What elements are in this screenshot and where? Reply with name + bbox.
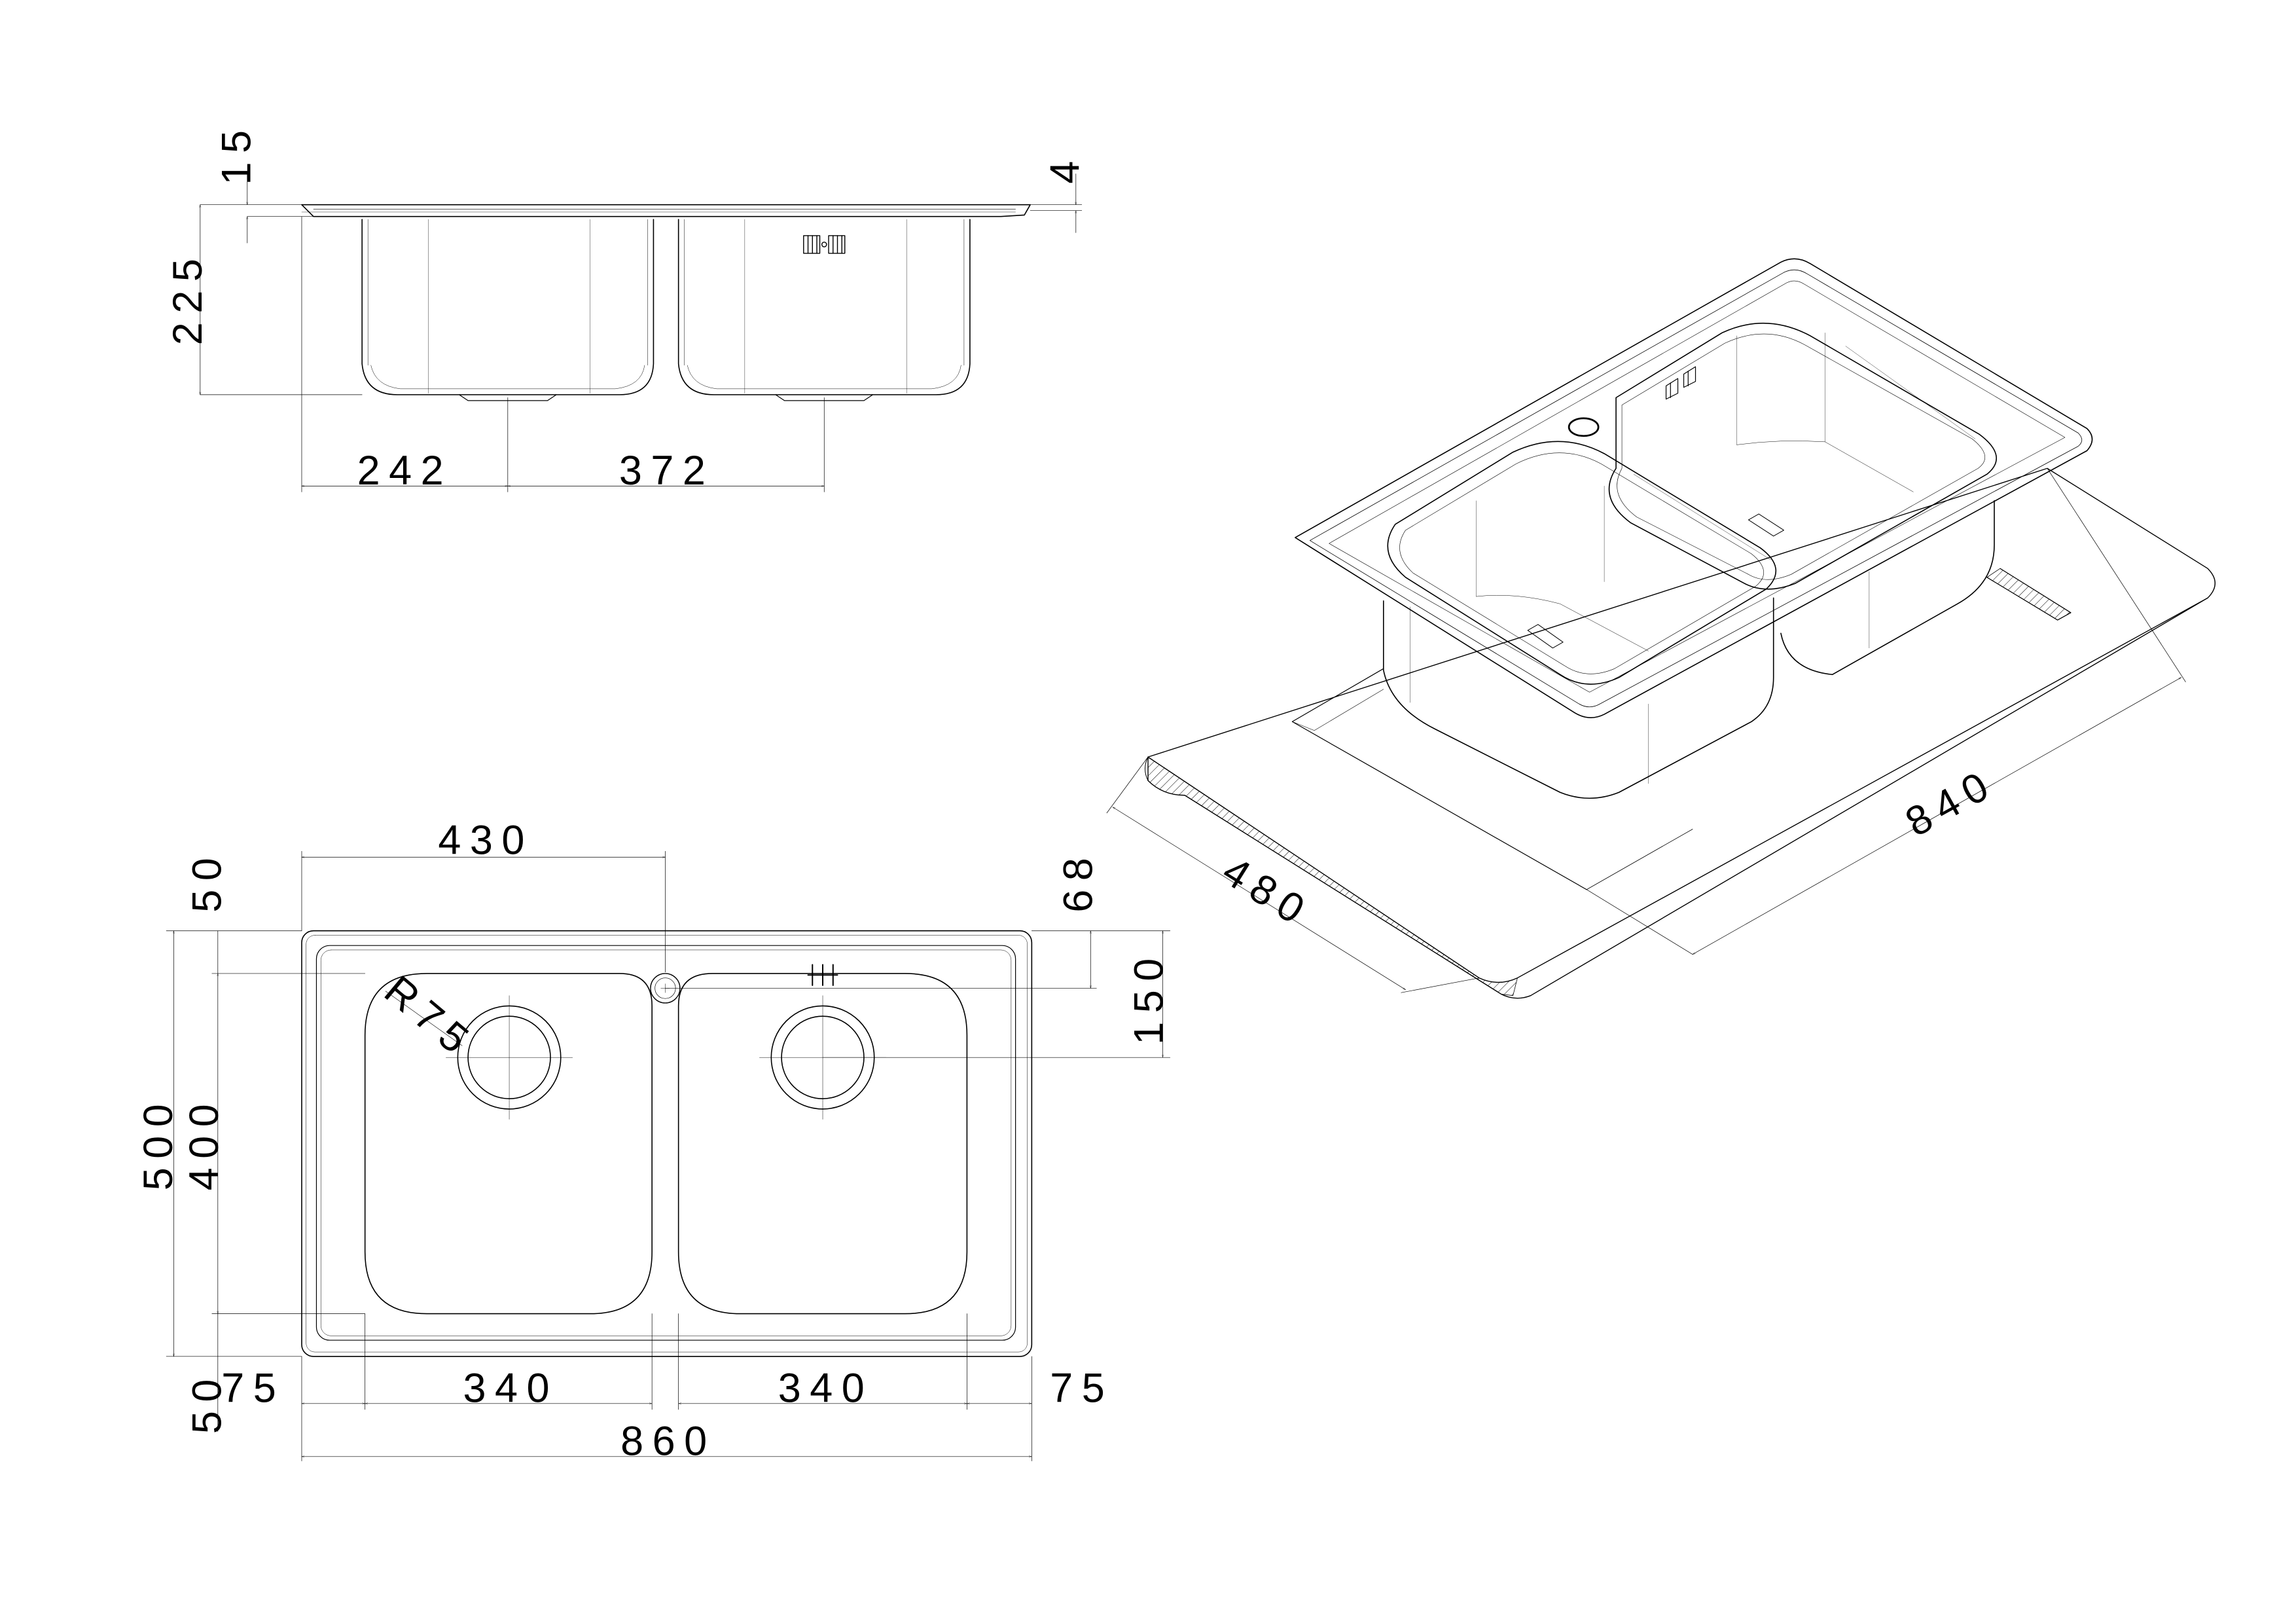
dim-waste-from-edge: 150	[1126, 949, 1172, 1045]
overflow-slot-icon	[804, 236, 845, 253]
dim-radius: R75	[376, 967, 483, 1068]
plan-dimensions	[166, 851, 1170, 1461]
side-view: 15 225 4 242 372	[165, 121, 1088, 494]
iso-view: 840 480	[1107, 259, 2215, 998]
side-rim	[302, 205, 1030, 217]
dim-tap-from-edge: 68	[1056, 849, 1102, 913]
side-dimensions	[200, 173, 1082, 492]
dim-bowl-depth: 400	[181, 1095, 227, 1191]
dim-left-margin: 75	[221, 1366, 285, 1412]
dim-top-flange: 15	[213, 121, 259, 185]
dim-overall-width: 860	[620, 1419, 716, 1465]
iso-bowl-back	[1609, 323, 1997, 589]
iso-waste-back	[1748, 514, 1784, 536]
top-view: R75	[135, 818, 1172, 1465]
side-bowl-left	[362, 219, 653, 395]
dim-front-rim-bottom: 50	[184, 1370, 230, 1434]
dim-bowl-right: 340	[778, 1366, 874, 1412]
iso-cutout-hatch	[1987, 568, 2071, 620]
dim-edge: 4	[1042, 152, 1088, 184]
iso-tap-hole	[1568, 417, 1600, 437]
dim-waste-left: 242	[357, 448, 453, 494]
overflow-slot-icon	[808, 964, 838, 985]
dim-tap-offset: 430	[438, 818, 533, 864]
plan-inner-rim	[316, 945, 1015, 1340]
plan-bowl-right	[679, 974, 967, 1314]
iso-worktop-hatch	[1148, 757, 1517, 995]
iso-cutout	[1292, 568, 2071, 889]
plan-bowl-left	[365, 974, 653, 1314]
iso-bowl-front	[1388, 441, 1776, 684]
side-bowl-right	[679, 219, 970, 395]
iso-dim-480	[1107, 757, 1479, 993]
dim-front-rim-top: 50	[184, 849, 230, 913]
dim-depth: 225	[165, 250, 211, 346]
plan-waste-left	[446, 996, 572, 1120]
dim-right-margin: 75	[1050, 1366, 1113, 1412]
overflow-slot-icon	[1666, 367, 1696, 399]
iso-waste-front	[1528, 625, 1563, 648]
plan-outer-rim	[302, 931, 1031, 1357]
dim-overall-depth: 500	[135, 1095, 181, 1191]
dim-bowl-left: 340	[463, 1366, 559, 1412]
dim-waste-spacing: 372	[619, 448, 715, 494]
iso-dim-840	[1587, 468, 2185, 954]
iso-sink-rim	[1295, 259, 2092, 718]
dim-cutout-width: 840	[1898, 759, 2003, 846]
